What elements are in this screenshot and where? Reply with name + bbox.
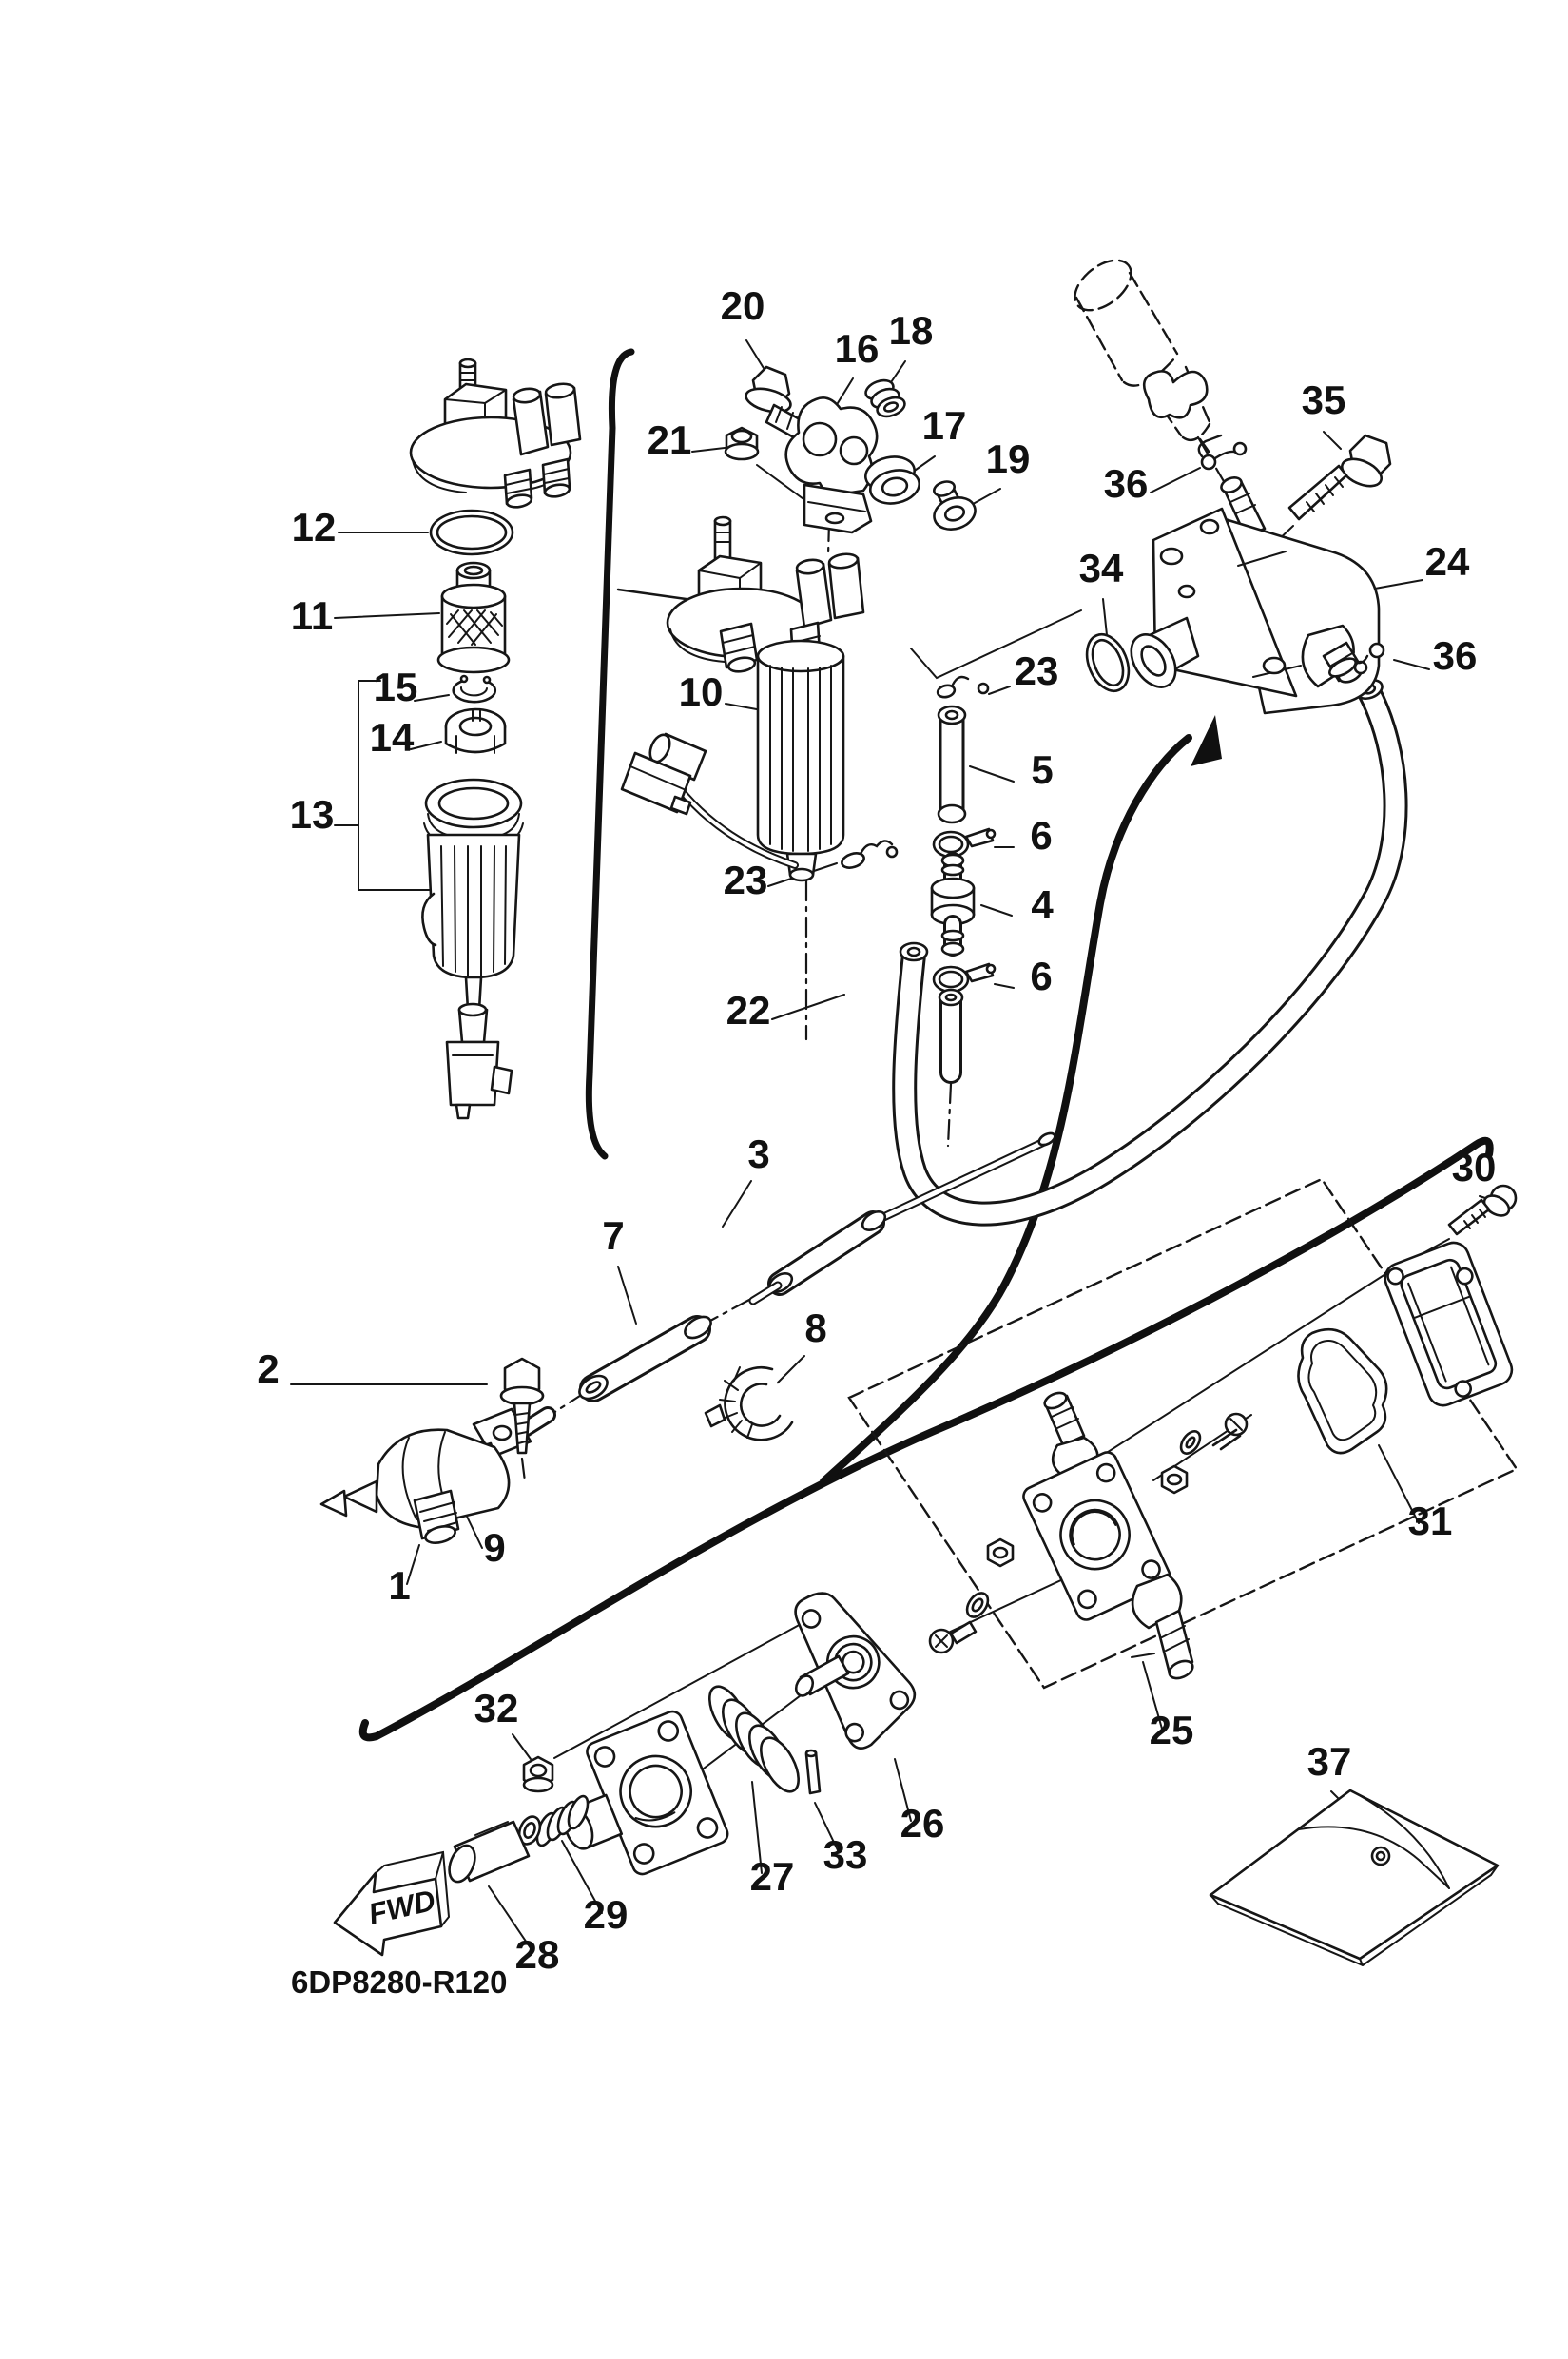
throttle-cable — [504, 1131, 1056, 1444]
pump-body-25 — [928, 1391, 1249, 1680]
nut-32 — [522, 1755, 554, 1793]
hose-clamp-6a — [932, 827, 997, 859]
clip-36b — [1328, 642, 1385, 678]
nut-21 — [724, 426, 760, 461]
part-label-21: 21 — [648, 417, 692, 462]
part-label-10: 10 — [679, 669, 724, 714]
part-label-36a: 36 — [1104, 461, 1149, 506]
tool-pouch-37 — [1209, 1789, 1500, 1966]
exhaust-cover-30 — [1384, 1184, 1518, 1407]
part-label-22: 22 — [726, 988, 771, 1033]
part-label-9: 9 — [483, 1525, 505, 1570]
part-label-25: 25 — [1150, 1708, 1194, 1752]
part-label-6b: 6 — [1030, 954, 1052, 998]
spring-29 — [517, 1794, 590, 1847]
part-label-23b: 23 — [1015, 648, 1059, 693]
fuel-filter-10 — [620, 515, 865, 882]
plug-19 — [933, 480, 977, 531]
clip-36a — [1197, 434, 1248, 471]
bracket-13 — [358, 680, 431, 891]
part-label-27: 27 — [750, 1854, 795, 1899]
part-label-30: 30 — [1452, 1145, 1497, 1189]
part-label-26: 26 — [900, 1801, 945, 1846]
part-label-23a: 23 — [724, 858, 768, 902]
part-label-7: 7 — [602, 1213, 624, 1258]
bolt-2 — [499, 1357, 545, 1455]
part-label-33: 33 — [823, 1832, 868, 1877]
part-label-8: 8 — [804, 1305, 826, 1350]
ghost-clip — [1142, 370, 1209, 419]
filter-bowl-13 — [421, 778, 524, 1120]
part-label-12: 12 — [292, 505, 337, 550]
part-label-18: 18 — [889, 308, 934, 353]
joint-4 — [930, 852, 976, 957]
bracket-16 — [784, 396, 879, 534]
callout-layer: 1234566789101112131415161718192021222323… — [257, 283, 1496, 1977]
clip-23a — [841, 840, 899, 869]
pipe-below — [938, 988, 964, 1084]
part-label-19: 19 — [986, 436, 1031, 481]
part-label-35: 35 — [1302, 377, 1346, 422]
plunger-28 — [448, 1820, 531, 1884]
reference-arrow — [820, 715, 1222, 1485]
part-label-3: 3 — [747, 1131, 769, 1176]
snap-ring-15 — [452, 674, 497, 704]
fuel-pump-24 — [1130, 476, 1381, 715]
part-label-4: 4 — [1031, 882, 1054, 927]
part-label-13: 13 — [290, 792, 335, 837]
part-label-17: 17 — [922, 403, 967, 448]
filter-element-11 — [436, 561, 511, 674]
seal-plate-26 — [794, 1592, 917, 1750]
hose-clamp-6b — [932, 962, 997, 994]
part-label-16: 16 — [835, 326, 880, 371]
grommet-18 — [864, 378, 906, 418]
part-label-11: 11 — [291, 593, 333, 638]
part-label-2: 2 — [257, 1346, 279, 1391]
grommet-17 — [864, 455, 920, 505]
part-label-32: 32 — [474, 1686, 519, 1731]
part-label-6a: 6 — [1030, 813, 1052, 858]
clip-23b — [936, 675, 990, 699]
centerline-lines — [520, 435, 1227, 1483]
gasket-31 — [1297, 1327, 1388, 1455]
part-label-20: 20 — [721, 283, 765, 328]
part-label-1: 1 — [388, 1563, 410, 1608]
part-label-5: 5 — [1031, 747, 1053, 792]
part-label-29: 29 — [584, 1892, 629, 1937]
o-ring-12 — [429, 509, 514, 556]
part-label-34: 34 — [1079, 546, 1124, 590]
lower-flange — [563, 1710, 729, 1876]
ghost-connector — [1074, 259, 1211, 454]
filter-cap-assembly-left — [409, 358, 582, 509]
part-label-37: 37 — [1307, 1739, 1352, 1784]
primer-valve-1 — [319, 1407, 532, 1544]
cable-clamp-8 — [704, 1365, 794, 1441]
spring-27 — [708, 1685, 800, 1793]
pipe-5 — [937, 705, 967, 824]
part-label-24: 24 — [1425, 539, 1470, 584]
o-ring-34 — [1085, 632, 1131, 693]
fwd-arrow: FWD — [333, 1850, 451, 1957]
bolt-35 — [1287, 434, 1392, 521]
part-label-15: 15 — [374, 665, 418, 709]
drawing-number: 6DP8280-R120 — [291, 1964, 508, 2000]
pin-33 — [804, 1749, 822, 1795]
part-label-14: 14 — [370, 715, 415, 760]
part-label-31: 31 — [1408, 1499, 1453, 1543]
leader-lines — [290, 339, 1498, 1952]
cup-nut-14 — [444, 707, 507, 754]
part-label-28: 28 — [515, 1932, 560, 1977]
fuel-hose-22 — [892, 678, 1408, 1227]
section-divider-line — [358, 1136, 1494, 1742]
part-label-36b: 36 — [1433, 633, 1478, 678]
